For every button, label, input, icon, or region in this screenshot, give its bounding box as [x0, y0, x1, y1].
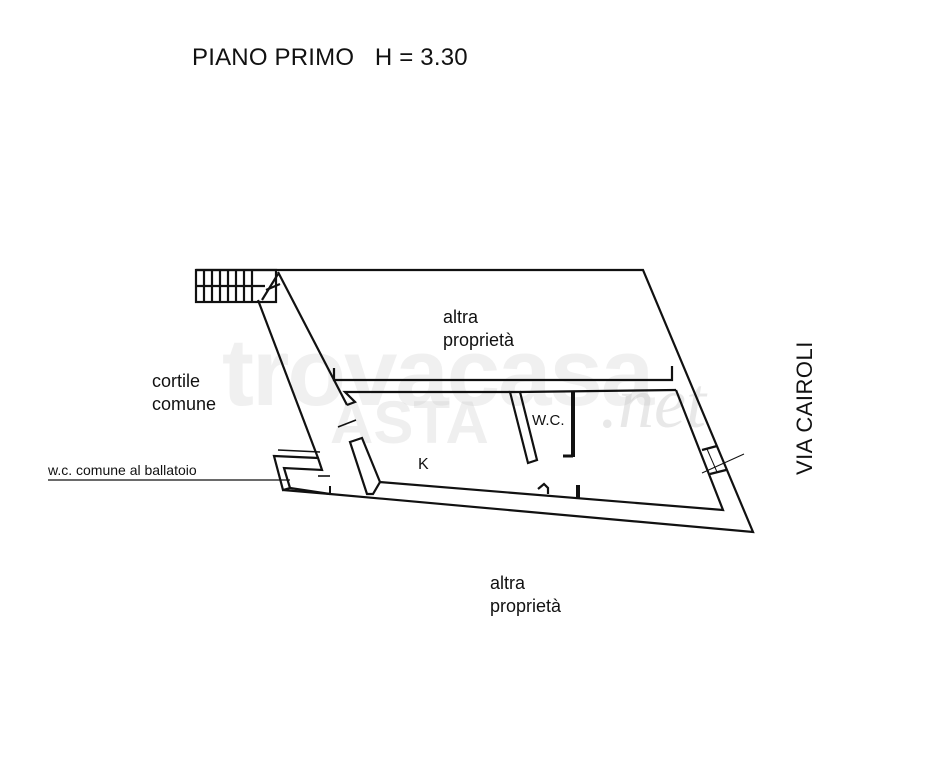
- label-line: cortile: [152, 371, 201, 391]
- label-line: altra: [443, 307, 479, 327]
- label-wc-comune: w.c. comune al ballatoio: [48, 462, 197, 478]
- label-kitchen: K: [418, 456, 429, 473]
- label-line: proprietà: [490, 596, 562, 616]
- label-altra-proprieta-bottom: altra proprietà: [490, 572, 561, 618]
- label-altra-proprieta-top: altra proprietà: [443, 306, 514, 352]
- label-line: altra: [490, 573, 526, 593]
- plan-title: PIANO PRIMO H = 3.30: [192, 44, 468, 71]
- staircase-icon: [194, 268, 281, 304]
- label-street-via-cairoli: VIA CAIROLI: [792, 341, 817, 475]
- label-line: proprietà: [443, 330, 515, 350]
- window-icon: [701, 444, 745, 476]
- label-wc: W.C.: [532, 412, 565, 429]
- label-line: comune: [152, 394, 217, 414]
- label-cortile-comune: cortile comune: [152, 370, 216, 416]
